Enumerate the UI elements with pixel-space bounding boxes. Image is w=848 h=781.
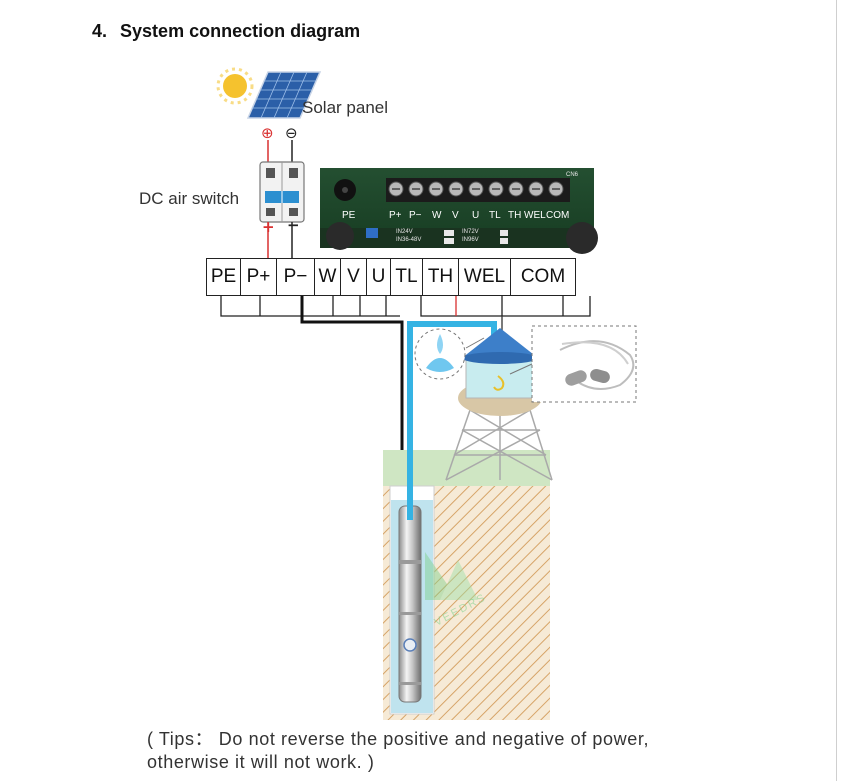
terminal-p-plus: P+ xyxy=(241,259,277,295)
solar-panel-icon xyxy=(246,71,322,119)
pump-power-cable xyxy=(300,296,404,510)
pcb-terminal-label: P− xyxy=(409,210,422,221)
page-border xyxy=(836,0,837,781)
pcb-terminal-label: COM xyxy=(546,210,570,221)
positive-symbol: ⊕ xyxy=(261,124,274,142)
pcb-terminal-label: W xyxy=(432,210,442,221)
dc-air-switch-icon xyxy=(259,161,305,223)
terminal-p-minus: P− xyxy=(277,259,315,295)
tips-line-1: ( Tips： Do not reverse the positive and … xyxy=(147,729,650,749)
terminal-wel: WEL xyxy=(459,259,511,295)
submersible-pump-icon xyxy=(398,505,422,703)
water-tower-icon xyxy=(445,328,553,481)
terminal-bus-lines xyxy=(220,296,591,317)
watermark-logo xyxy=(425,552,478,600)
terminal-pe: PE xyxy=(207,259,241,295)
tips-line-2: otherwise it will not work. ) xyxy=(147,752,375,772)
section-number: 4. xyxy=(92,21,108,41)
pcb-terminal-label: P+ xyxy=(389,210,402,221)
pcb-terminal-label: V xyxy=(452,210,459,221)
section-title-text: System connection diagram xyxy=(120,21,361,41)
pcb-terminal-label: WEL xyxy=(524,210,546,221)
section-title: 4. System connection diagram xyxy=(92,21,360,42)
terminal-u: U xyxy=(367,259,391,295)
terminal-com: COM xyxy=(520,266,566,287)
terminal-th: TH xyxy=(423,259,459,295)
water-level-inset xyxy=(414,328,485,380)
solar-panel-label: Solar panel xyxy=(302,98,389,117)
pcb-voltage-label: IN36-48V xyxy=(396,237,422,243)
terminal-tl: TL xyxy=(391,259,423,295)
terminal-w: W xyxy=(315,259,341,295)
float-switch-inset xyxy=(509,325,637,403)
pcb-voltage-label: IN24V xyxy=(396,229,413,235)
pcb-screw-terminals xyxy=(386,178,570,202)
pcb-voltage-label: IN96V xyxy=(462,237,479,243)
negative-symbol: ⊖ xyxy=(285,124,298,142)
switch-plus-sign: + xyxy=(262,218,275,236)
dc-air-switch-label: DC air switch xyxy=(139,189,240,208)
pcb-terminal-label: TH xyxy=(508,210,522,221)
pcb-voltage-label: IN72V xyxy=(462,229,479,235)
pcb-label-pe: PE xyxy=(342,210,356,221)
pcb-cn-label: CN6 xyxy=(566,172,579,178)
switch-minus-sign: − xyxy=(287,216,300,234)
pcb-terminal-label: U xyxy=(472,210,480,221)
pcb-terminal-label: TL xyxy=(489,210,501,221)
terminal-v: V xyxy=(341,259,367,295)
terminal-strip: PE P+ P− W V U TL TH WEL COM xyxy=(206,258,576,296)
sun-icon xyxy=(216,67,254,105)
tips-note: ( Tips： Do not reverse the positive and … xyxy=(147,728,767,774)
